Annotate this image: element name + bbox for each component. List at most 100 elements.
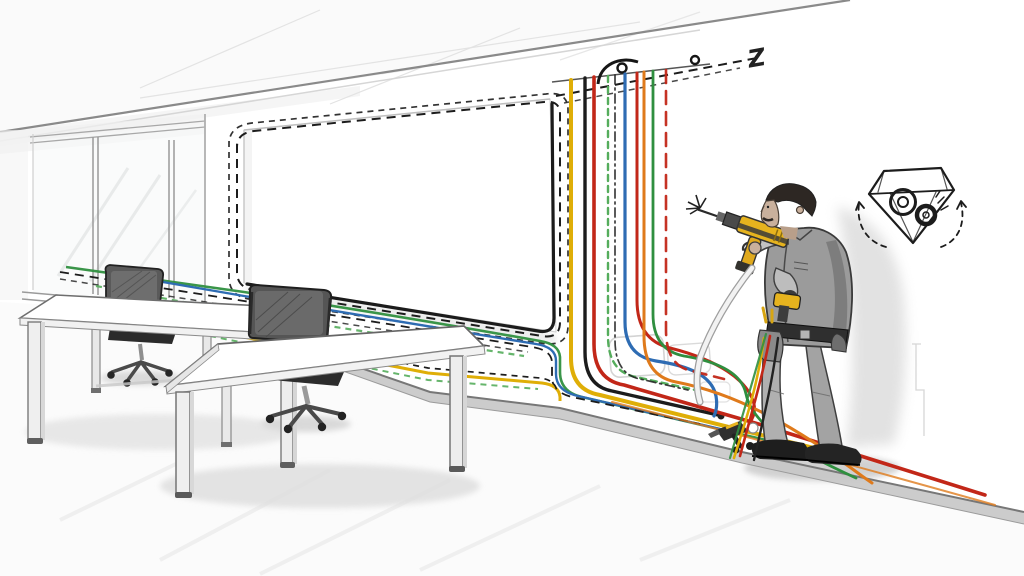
spark-lines xyxy=(685,194,707,215)
skirting-route-dashed xyxy=(207,324,558,393)
worker-boot-front xyxy=(751,439,809,461)
arrowhead-right xyxy=(956,200,967,210)
ceiling-tile-line xyxy=(139,9,321,89)
caster xyxy=(265,414,275,424)
chair2-shadow xyxy=(261,416,351,432)
tool-stripe xyxy=(725,421,739,430)
desk-foot xyxy=(280,462,295,468)
worker-back-leg xyxy=(805,343,843,451)
glass-pane xyxy=(33,124,205,308)
chair-base-star xyxy=(270,404,342,428)
caster xyxy=(107,371,115,379)
hip-bag xyxy=(831,333,847,353)
chair-mesh xyxy=(111,271,157,302)
desk-leg xyxy=(175,391,191,495)
desk1-shadow xyxy=(25,414,295,450)
desk-foot xyxy=(449,466,465,472)
caster xyxy=(337,411,347,421)
pencil-guide-mark xyxy=(912,343,925,436)
cable-black xyxy=(583,76,720,417)
coil-hatches xyxy=(935,190,949,211)
cable-bundle xyxy=(569,68,996,506)
glass-partition xyxy=(0,114,206,316)
worker-hand xyxy=(748,241,762,255)
route-blue xyxy=(127,274,743,436)
belt-cable-red xyxy=(738,334,772,458)
chair-mesh xyxy=(255,291,323,335)
ceiling-hook-icon xyxy=(689,54,701,66)
desk-foot xyxy=(175,492,192,498)
drill-vents xyxy=(773,229,784,243)
wall-marks xyxy=(836,206,925,448)
route-black-dashed xyxy=(59,271,701,425)
pouch-tool-handles xyxy=(761,306,774,324)
skirting-route-green-dashed xyxy=(209,335,539,390)
cable-black-dashdot xyxy=(614,74,689,391)
chair-base-star xyxy=(110,360,170,382)
tool-chuck xyxy=(708,429,720,438)
suspension-rail xyxy=(551,63,711,83)
drill-bit xyxy=(697,208,720,218)
drill-stripe xyxy=(737,222,789,245)
ceiling-wall-junction xyxy=(0,0,851,134)
cable-red xyxy=(592,75,987,497)
drill-sparks-icon xyxy=(685,194,707,215)
caster xyxy=(165,369,173,377)
worker-wall-shadow xyxy=(836,206,906,448)
desk-foot xyxy=(91,388,101,393)
desk-leg-side xyxy=(293,340,297,464)
z-annotation: Z xyxy=(745,43,769,74)
worker-figure xyxy=(685,183,862,466)
whiteboard-bold-edge xyxy=(245,102,556,334)
cable-coil-hub xyxy=(922,211,930,219)
whiteboard-left-shade xyxy=(244,130,252,283)
overhead-dashed-line xyxy=(555,56,763,97)
hooked-cable xyxy=(596,58,639,85)
desk-leg xyxy=(27,321,42,441)
left-wall-strip xyxy=(0,130,28,300)
worker-ear xyxy=(795,205,805,215)
cable-red-dashed xyxy=(664,68,726,381)
chair-frame-sides xyxy=(248,291,332,341)
chest-pocket xyxy=(793,261,809,271)
skirting-route-yellow xyxy=(207,328,562,401)
belt-cable-black xyxy=(752,336,780,462)
desk-end-band xyxy=(165,343,220,394)
pants-creases xyxy=(769,389,831,397)
baseboard-band xyxy=(205,314,1024,524)
gem-facets xyxy=(877,167,948,243)
chair-post xyxy=(138,343,144,361)
glass-mullion xyxy=(92,137,99,295)
glass-reflection xyxy=(88,174,162,282)
vest-back-shade xyxy=(826,240,848,346)
desk-leg-side xyxy=(463,356,467,468)
chair-post xyxy=(301,385,311,405)
holstered-tool-grip xyxy=(777,304,790,323)
glass-mullion xyxy=(168,140,175,299)
ceiling-tile-line xyxy=(139,21,641,99)
desk-foot xyxy=(27,438,43,444)
drill-cord xyxy=(694,265,755,405)
whiteboard-top-edge xyxy=(243,98,551,131)
arrowhead-left xyxy=(855,201,865,211)
cable-yellow xyxy=(569,78,832,454)
desk2-shadow xyxy=(160,464,480,508)
desk-leg-side xyxy=(41,322,45,440)
desk-leg xyxy=(449,355,464,469)
glass-reflection xyxy=(135,189,198,273)
holstered-tool-icon xyxy=(772,291,802,323)
worker-mustache xyxy=(762,216,774,222)
diamond-logo-icon xyxy=(855,166,967,248)
ceiling-hook-icon xyxy=(616,62,628,74)
belt-buckle xyxy=(799,329,811,340)
caster xyxy=(283,424,293,434)
desk-leg-side xyxy=(190,392,194,494)
worker-nose xyxy=(760,205,765,213)
worker-neck xyxy=(780,226,798,240)
desk-foot xyxy=(221,442,232,447)
cable-coil xyxy=(914,203,938,227)
swoosh-left xyxy=(857,203,887,248)
worker-hair xyxy=(765,183,817,217)
